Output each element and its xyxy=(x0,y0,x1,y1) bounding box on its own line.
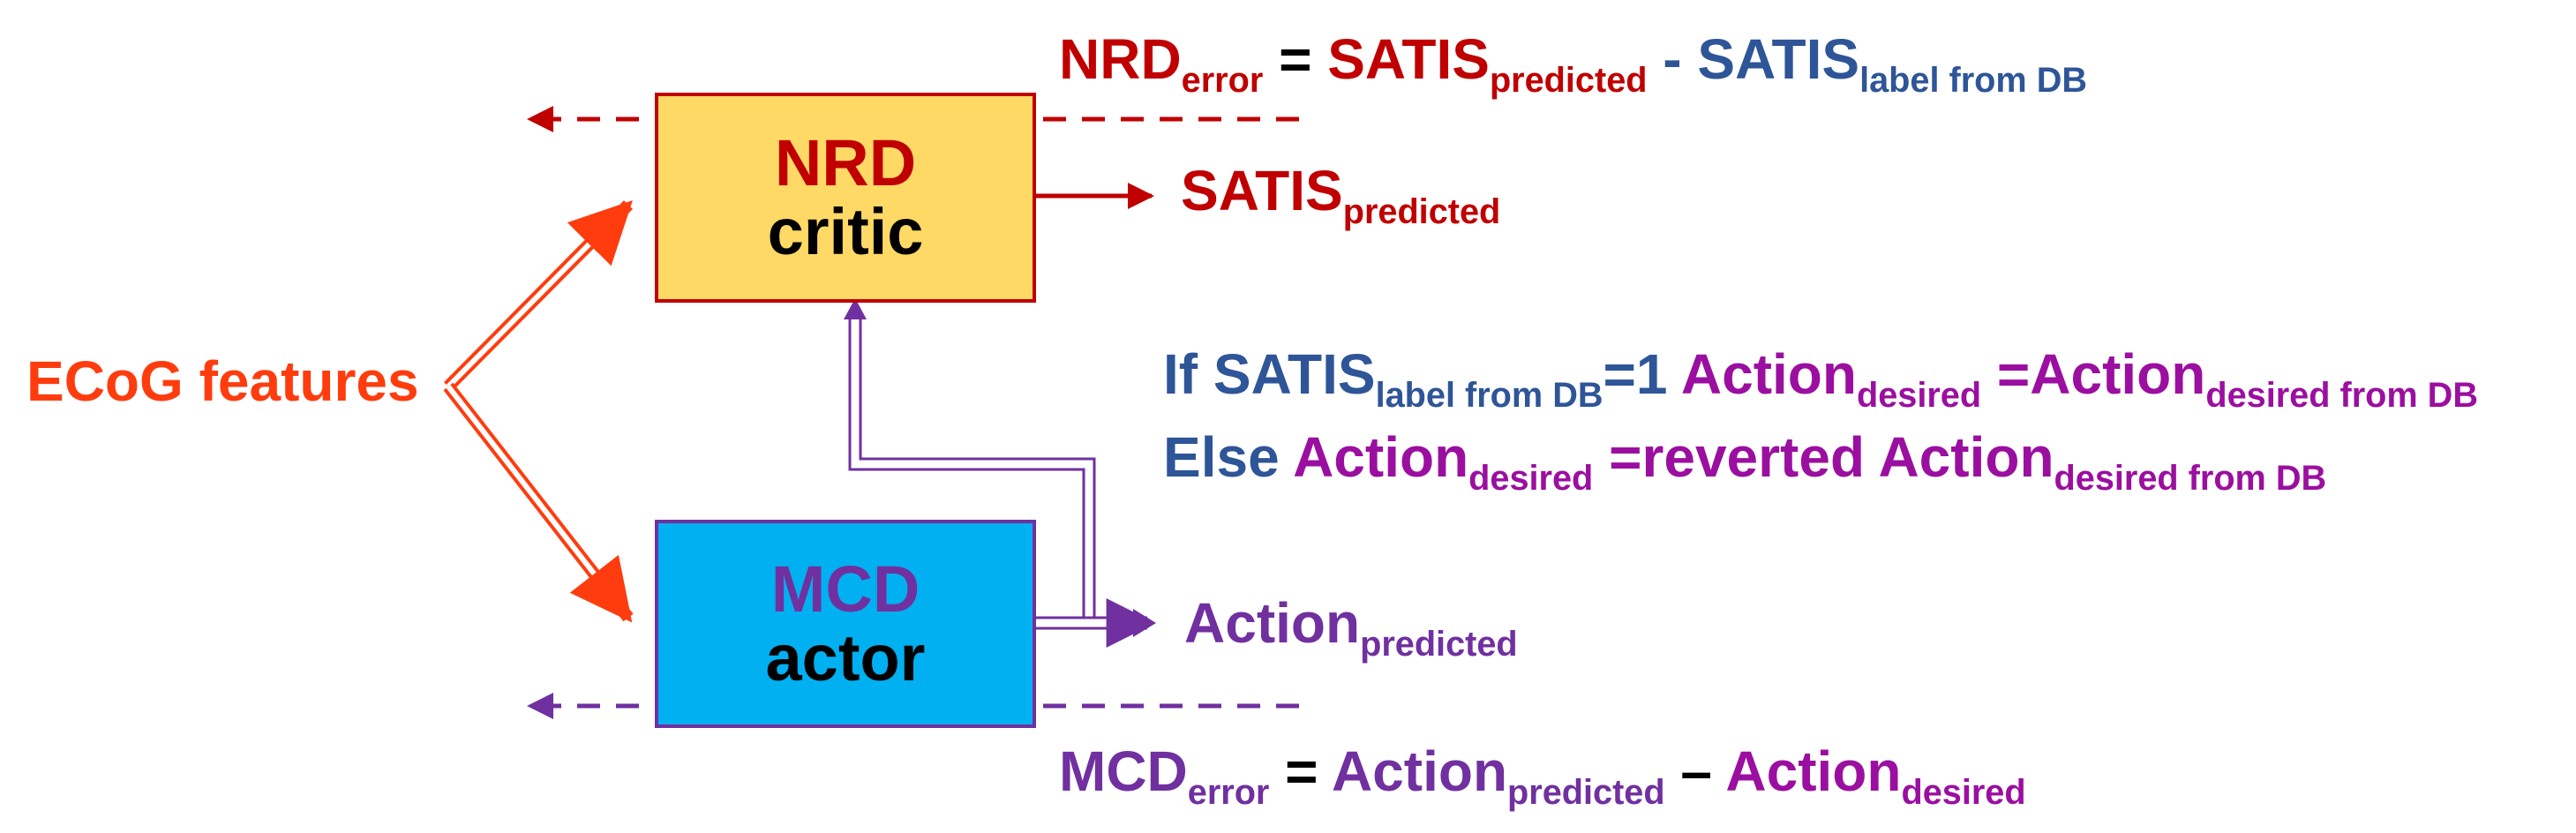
ecog-features-label: ECoG features xyxy=(26,349,419,413)
mcd-error-equation: MCDerror = Actionpredicted – Actiondesir… xyxy=(1059,739,2026,813)
action-predicted-output: Actionpredicted xyxy=(1184,591,1518,664)
nrd-box-name: NRD xyxy=(774,126,917,200)
input-fork-arrows xyxy=(443,200,634,623)
mcd-box-role: actor xyxy=(765,621,926,694)
satis-predicted-output: SATISpredicted xyxy=(1181,159,1501,232)
nrd-box-role: critic xyxy=(767,195,924,268)
rule-line-else: Else Actiondesired =reverted Actiondesir… xyxy=(1163,425,2327,499)
nrd-error-equation: NRDerror = SATISpredicted - SATISlabel f… xyxy=(1059,27,2087,101)
action-output-arrow xyxy=(1034,598,1156,648)
action-to-critic-arrow xyxy=(844,298,1096,618)
mcd-box-name: MCD xyxy=(770,552,920,627)
mcd-actor-box: MCD actor xyxy=(655,520,1036,728)
nrd-critic-box: NRD critic xyxy=(655,93,1036,303)
rule-line-if: If SATISlabel from DB=1 Actiondesired =A… xyxy=(1163,342,2478,416)
